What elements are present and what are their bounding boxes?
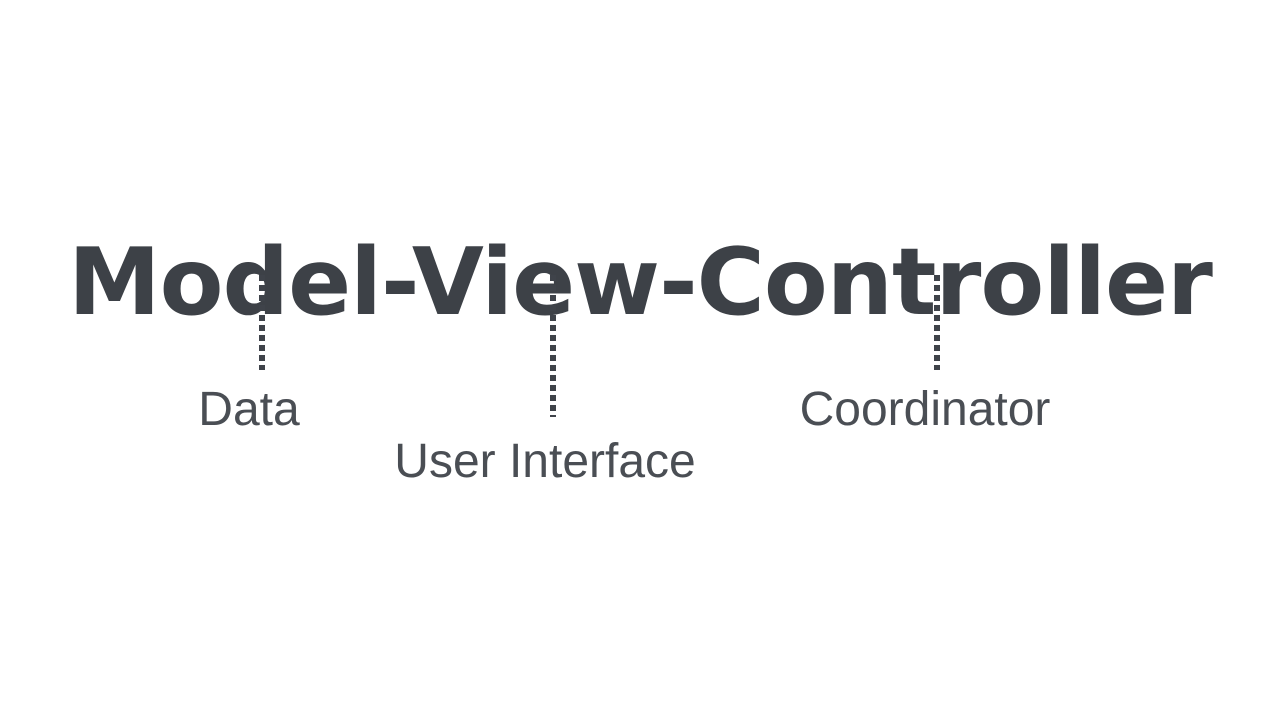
dotted-connector-controller <box>934 275 940 370</box>
annotation-label-view: User Interface <box>394 435 696 488</box>
page-title: Model-View-Controller <box>68 228 1213 337</box>
annotation-label-model: Data <box>198 383 300 436</box>
dotted-connector-model <box>259 275 265 370</box>
annotation-label-controller: Coordinator <box>799 383 1051 436</box>
dotted-connector-view <box>550 275 556 417</box>
